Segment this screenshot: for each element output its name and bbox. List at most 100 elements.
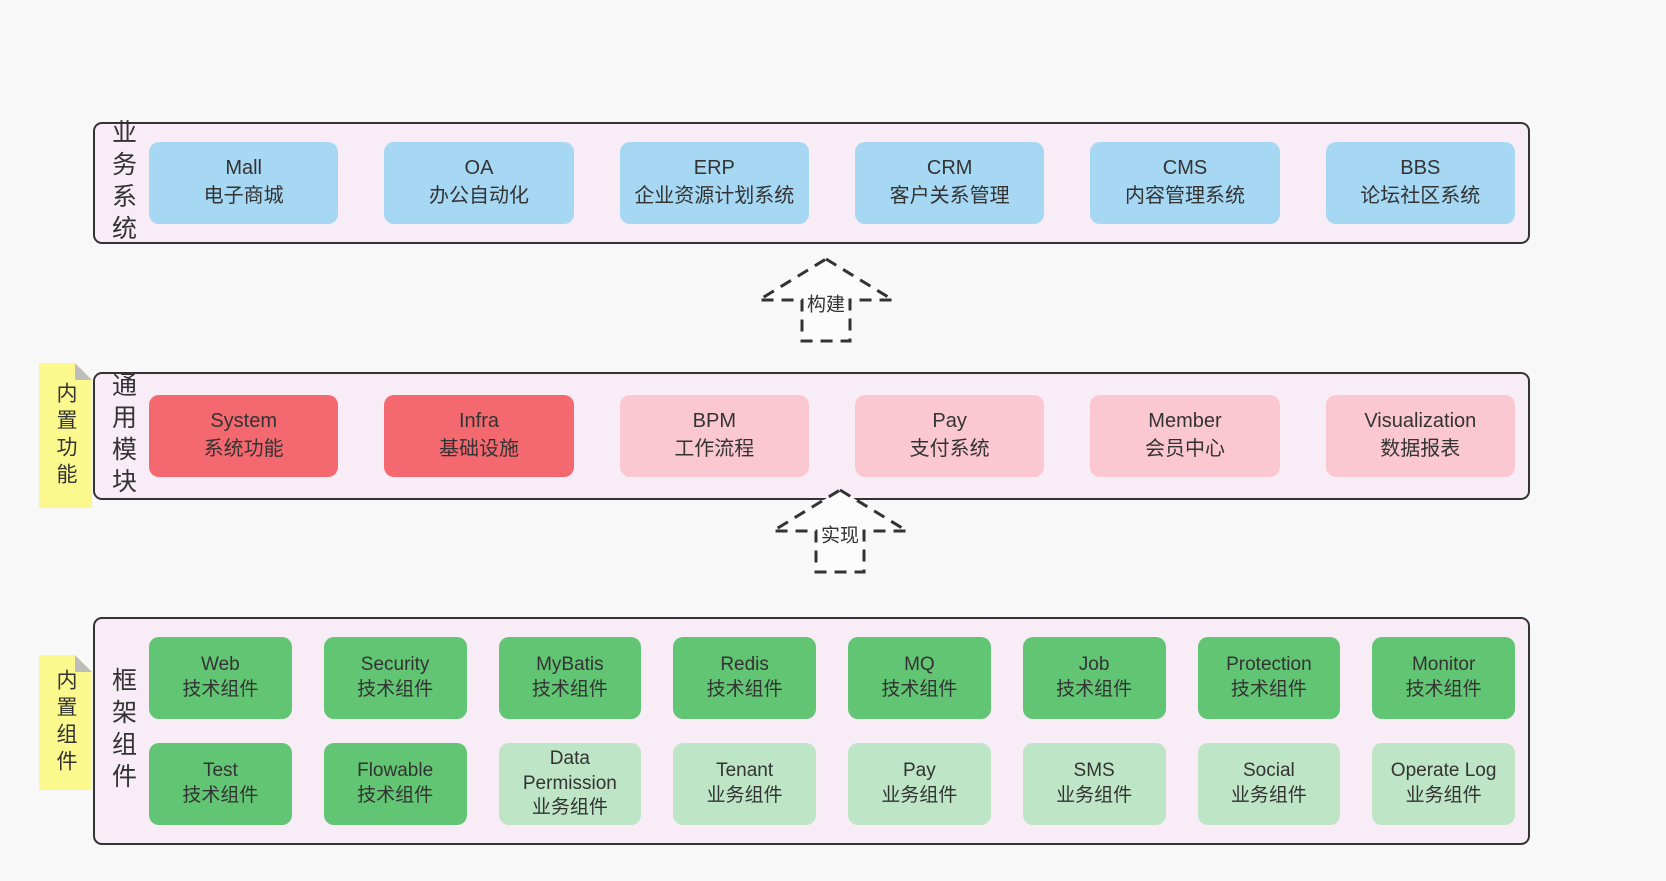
box-system: System 系统功能 xyxy=(149,395,339,477)
box-test: Test 技术组件 xyxy=(149,743,292,825)
box-visualization: Visualization 数据报表 xyxy=(1325,395,1515,477)
box-title: Infra xyxy=(458,410,499,433)
components-row-2: Test 技术组件 Flowable 技术组件 Data Permission … xyxy=(149,743,1515,825)
box-title: Flowable xyxy=(357,760,434,782)
box-title: OA xyxy=(464,157,494,180)
box-sms: SMS 业务组件 xyxy=(1022,743,1166,825)
sticky-label: 内置功能 xyxy=(54,381,77,490)
box-title: Pay xyxy=(932,410,967,433)
box-crm: CRM 客户关系管理 xyxy=(854,142,1045,224)
box-subtitle: 业务组件 xyxy=(706,785,783,806)
box-subtitle: 技术组件 xyxy=(531,679,608,700)
box-bbs: BBS 论坛社区系统 xyxy=(1325,142,1515,224)
box-subtitle: 数据报表 xyxy=(1380,438,1461,460)
box-social: Social 业务组件 xyxy=(1197,743,1341,825)
box-subtitle: 技术组件 xyxy=(182,679,259,700)
box-title: Security xyxy=(360,654,430,676)
box-oa: OA 办公自动化 xyxy=(384,142,574,224)
box-subtitle: 业务组件 xyxy=(1056,785,1133,806)
box-title: MyBatis xyxy=(536,654,604,676)
box-subtitle: 技术组件 xyxy=(706,679,783,700)
box-title: Visualization xyxy=(1364,410,1477,433)
box-subtitle: 会员中心 xyxy=(1144,438,1225,460)
box-mybatis: MyBatis 技术组件 xyxy=(498,637,642,719)
box-title: System xyxy=(210,410,277,433)
box-title: BBS xyxy=(1400,157,1441,180)
box-title: Social xyxy=(1243,760,1295,782)
arrow-build: 构建 xyxy=(756,256,896,344)
box-subtitle: 技术组件 xyxy=(1230,679,1307,700)
box-title: Data Permission xyxy=(522,747,617,794)
box-flowable: Flowable 技术组件 xyxy=(323,743,467,825)
sticky-note-built-in-components: 内置组件 xyxy=(39,655,92,790)
box-member: Member 会员中心 xyxy=(1090,395,1280,477)
box-title: Member xyxy=(1148,410,1222,433)
box-pay-component: Pay 业务组件 xyxy=(848,743,991,825)
box-subtitle: 办公自动化 xyxy=(428,185,529,207)
box-subtitle: 技术组件 xyxy=(357,785,434,806)
box-title: Monitor xyxy=(1411,654,1476,676)
panel-framework-components: 框架组件 Web 技术组件 Security 技术组件 MyBatis 技术组件… xyxy=(93,617,1530,845)
box-job: Job 技术组件 xyxy=(1022,637,1166,719)
box-subtitle: 技术组件 xyxy=(881,679,958,700)
box-title: Test xyxy=(202,760,238,782)
box-title: Redis xyxy=(720,654,769,676)
box-title: CRM xyxy=(926,157,973,180)
box-cms: CMS 内容管理系统 xyxy=(1090,142,1280,224)
box-subtitle: 业务组件 xyxy=(531,797,608,819)
arrow-build-label: 构建 xyxy=(803,289,849,317)
box-subtitle: 内容管理系统 xyxy=(1124,185,1245,207)
box-erp: ERP 企业资源计划系统 xyxy=(619,142,809,224)
box-subtitle: 业务组件 xyxy=(881,785,958,806)
box-subtitle: 支付系统 xyxy=(909,438,990,460)
box-subtitle: 工作流程 xyxy=(674,438,755,460)
panel-label-column: 通用模块 xyxy=(95,372,149,500)
box-title: Job xyxy=(1078,654,1110,676)
box-tenant: Tenant 业务组件 xyxy=(673,743,816,825)
box-title: Protection xyxy=(1226,654,1312,676)
box-title: Mall xyxy=(225,157,262,180)
box-subtitle: 客户关系管理 xyxy=(889,185,1010,207)
sticky-note-built-in-features: 内置功能 xyxy=(39,363,92,508)
box-title: SMS xyxy=(1073,760,1115,782)
box-subtitle: 业务组件 xyxy=(1230,785,1307,806)
arrow-implement-label: 实现 xyxy=(817,520,863,548)
box-security: Security 技术组件 xyxy=(323,637,467,719)
modules-box-row: System 系统功能 Infra 基础设施 BPM 工作流程 Pay 支付系统… xyxy=(149,395,1515,477)
box-monitor: Monitor 技术组件 xyxy=(1372,637,1515,719)
common-modules-label: 通用模块 xyxy=(108,372,137,500)
box-subtitle: 企业资源计划系统 xyxy=(634,185,795,207)
box-subtitle: 电子商城 xyxy=(203,185,284,207)
panel-label-column: 框架组件 xyxy=(95,667,149,795)
box-web: Web 技术组件 xyxy=(149,637,292,719)
sticky-label: 内置组件 xyxy=(54,668,77,777)
box-title: Pay xyxy=(903,760,936,782)
box-title: Web xyxy=(201,654,240,676)
framework-components-label: 框架组件 xyxy=(108,667,137,795)
business-systems-label: 业务系统 xyxy=(108,119,137,247)
box-pay-module: Pay 支付系统 xyxy=(854,395,1045,477)
box-title: CMS xyxy=(1162,157,1208,180)
box-infra: Infra 基础设施 xyxy=(384,395,574,477)
box-mall: Mall 电子商城 xyxy=(149,142,339,224)
box-bpm: BPM 工作流程 xyxy=(619,395,809,477)
panel-common-modules: 通用模块 System 系统功能 Infra 基础设施 BPM 工作流程 Pay… xyxy=(93,372,1530,500)
box-subtitle: 技术组件 xyxy=(1405,679,1482,700)
box-subtitle: 技术组件 xyxy=(357,679,434,700)
folded-corner-icon xyxy=(75,655,92,672)
box-subtitle: 论坛社区系统 xyxy=(1360,185,1481,207)
box-mq: MQ 技术组件 xyxy=(848,637,991,719)
box-operate-log: Operate Log 业务组件 xyxy=(1372,743,1515,825)
box-redis: Redis 技术组件 xyxy=(673,637,816,719)
folded-corner-icon xyxy=(75,363,92,380)
components-row-1: Web 技术组件 Security 技术组件 MyBatis 技术组件 Redi… xyxy=(149,637,1515,719)
box-subtitle: 技术组件 xyxy=(182,785,259,806)
box-subtitle: 基础设施 xyxy=(438,438,519,460)
box-data-permission: Data Permission 业务组件 xyxy=(498,743,642,825)
box-subtitle: 业务组件 xyxy=(1405,785,1482,806)
box-title: ERP xyxy=(693,157,735,180)
arrow-implement: 实现 xyxy=(770,487,910,575)
panel-label-column: 业务系统 xyxy=(95,119,149,247)
box-subtitle: 系统功能 xyxy=(203,438,284,460)
